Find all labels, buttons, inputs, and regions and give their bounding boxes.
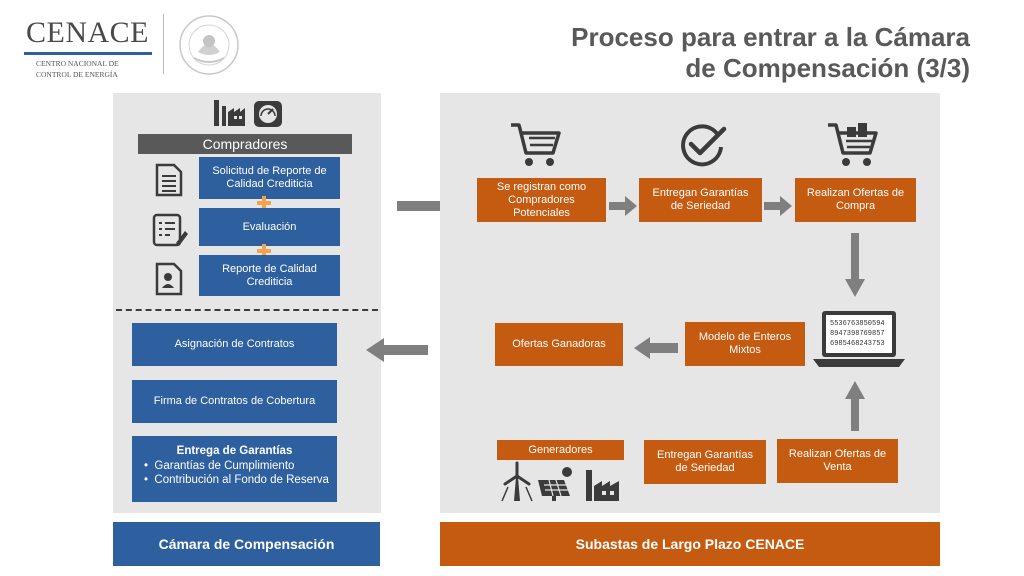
full-cart-icon — [828, 123, 878, 166]
laptop-icon — [813, 311, 905, 367]
logo-underline — [24, 52, 152, 55]
solar-panel-icon — [538, 467, 572, 501]
contract-assignment-box: Asignación de Contratos — [132, 323, 337, 366]
credit-report-box: Reporte de Calidad Crediticia — [199, 255, 340, 296]
generators-guarantees-box: Entregan Garantías de Seriedad — [644, 440, 766, 484]
arrow-left-icon — [366, 338, 428, 362]
power-plant-icon — [586, 470, 619, 501]
cenace-logo-text: CENACE — [26, 16, 149, 49]
title-line1: Proceso para entrar a la Cámara — [571, 22, 970, 52]
document-icon — [155, 163, 183, 197]
logo-subtitle: CENTRO NACIONAL DE CONTROL DE ENERGÍA — [36, 58, 119, 80]
plus-icon — [257, 196, 271, 210]
logo-divider — [163, 14, 164, 74]
generators-label: Generadores — [497, 440, 624, 460]
mixed-integer-model-box: Modelo de Enteros Mixtos — [685, 322, 805, 366]
check-circle-icon — [681, 124, 727, 167]
shopping-cart-icon — [511, 123, 561, 166]
wind-turbine-icon — [501, 461, 533, 502]
meter-icon — [254, 101, 282, 127]
factory-icon — [214, 100, 245, 126]
page-title: Proceso para entrar a la Cámara de Compe… — [571, 22, 970, 84]
buyers-header: Compradores — [138, 134, 352, 154]
laptop-number: 6985468243753 — [830, 340, 885, 348]
arrow-up-icon — [845, 381, 865, 431]
logo-subtitle-line2: CONTROL DE ENERGÍA — [36, 70, 118, 79]
arrow-down-icon — [845, 233, 865, 297]
guarantees-title: Entrega de Garantías — [176, 445, 293, 457]
guarantees-box: Entrega de Garantías • Garantías de Cump… — [132, 436, 337, 502]
clearing-house-footer: Cámara de Compensación — [113, 522, 380, 566]
register-buyers-box: Se registran como Compradores Potenciale… — [477, 178, 606, 222]
report-document-icon — [155, 262, 183, 296]
arrow-right-icon — [609, 196, 637, 216]
seal-icon — [179, 15, 239, 75]
winning-offers-box: Ofertas Ganadoras — [495, 323, 623, 366]
laptop-number: 5536763850594 — [830, 320, 885, 328]
form-edit-icon — [152, 213, 188, 247]
guarantee-item-label: Contribución al Fondo de Reserva — [154, 474, 329, 486]
title-line2: de Compensación (3/3) — [685, 53, 970, 83]
guarantee-item: • Contribución al Fondo de Reserva — [144, 474, 329, 486]
logo-subtitle-line1: CENTRO NACIONAL DE — [36, 59, 119, 68]
sale-offers-box: Realizan Ofertas de Venta — [777, 439, 898, 483]
guarantee-item-label: Garantías de Cumplimiento — [154, 459, 295, 472]
purchase-offers-box: Realizan Ofertas de Compra — [795, 178, 916, 222]
auctions-footer: Subastas de Largo Plazo CENACE — [440, 522, 940, 566]
hedge-contract-signing-box: Firma de Contratos de Cobertura — [132, 380, 337, 423]
plus-icon — [257, 244, 271, 258]
dashed-divider — [116, 309, 378, 311]
credit-report-request-box: Solicitud de Reporte de Calidad Creditic… — [199, 157, 340, 199]
guarantee-item: • Garantías de Cumplimiento — [144, 459, 295, 472]
laptop-number: 8947398769857 — [830, 330, 885, 338]
evaluation-box: Evaluación — [199, 208, 340, 246]
arrow-right-icon — [764, 196, 792, 216]
deliver-guarantees-box: Entregan Garantías de Seriedad — [639, 178, 762, 222]
arrow-left-icon — [634, 337, 678, 359]
laptop-screen-numbers: 5536763850594 8947398769857 698546824375… — [830, 319, 890, 349]
